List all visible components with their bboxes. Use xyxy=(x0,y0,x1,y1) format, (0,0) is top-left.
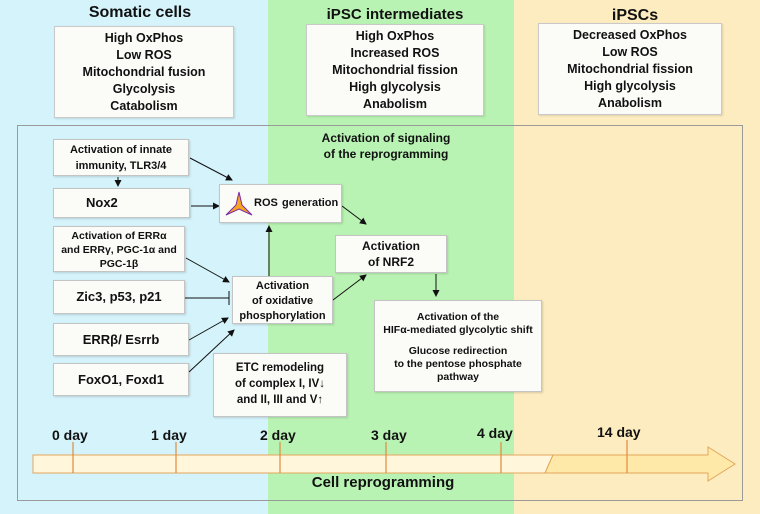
innate-immunity-node: Activation of innate immunity, TLR3/4 xyxy=(53,139,189,176)
signaling-label: Activation of signaling of the reprogram… xyxy=(321,131,451,161)
arrow-oxphos-to-nrf2 xyxy=(332,274,367,301)
ipsc-intermediates-title: iPSC intermediates xyxy=(326,6,464,23)
ipsc-properties: Decreased OxPhos Low ROS Mitochondrial f… xyxy=(538,23,722,115)
foxo1-foxd1-node: FoxO1, Foxd1 xyxy=(53,363,189,396)
property: High glycolysis xyxy=(349,80,441,94)
err-beta-esrrb-node: ERRβ/ Esrrb xyxy=(53,323,189,356)
hif-glycolytic-shift-node: Activation of the HIFα-mediated glycolyt… xyxy=(374,300,542,392)
cell-reprogramming-label: Cell reprogramming xyxy=(311,474,455,491)
property: Decreased OxPhos xyxy=(573,28,687,42)
property: Catabolism xyxy=(110,99,178,113)
property: Anabolism xyxy=(598,96,662,110)
property: Mitochondrial fission xyxy=(567,62,693,76)
property: High OxPhos xyxy=(355,29,435,43)
property: Low ROS xyxy=(602,45,658,59)
property: Glycolysis xyxy=(112,82,176,96)
property: Low ROS xyxy=(116,48,172,62)
err-alpha-gamma-node: Activation of ERRα and ERRγ, PGC-1α and … xyxy=(53,226,185,272)
generation-label: generation xyxy=(282,197,339,209)
somatic-cells-title: Somatic cells xyxy=(88,4,192,21)
property: High OxPhos xyxy=(104,31,184,45)
day-label-4: 4 day xyxy=(477,425,513,441)
etc-remodeling-node: ETC remodeling of complex I, IV↓ and II,… xyxy=(213,353,347,417)
intermediate-properties: High OxPhos Increased ROS Mitochondrial … xyxy=(306,24,484,116)
day-label-3: 3 day xyxy=(371,427,407,443)
day-label-0: 0 day xyxy=(52,427,88,443)
property: Anabolism xyxy=(363,97,427,111)
day-label-14: 14 day xyxy=(597,424,641,440)
nox2-node: Nox2 xyxy=(53,188,190,218)
property: Increased ROS xyxy=(350,46,440,60)
ros-star-icon xyxy=(225,191,253,216)
somatic-properties: High OxPhos Low ROS Mitochondrial fusion… xyxy=(54,26,234,118)
arrow-ros-to-nrf2 xyxy=(341,205,367,225)
zic3-p53-p21-node: Zic3, p53, p21 xyxy=(53,280,185,314)
oxphos-activation-node: Activation of oxidative phosphorylation xyxy=(232,276,333,324)
day-label-1: 1 day xyxy=(151,427,187,443)
diagram-frame xyxy=(17,125,743,501)
timeline-arrowhead xyxy=(544,446,736,482)
day-label-2: 2 day xyxy=(260,427,296,443)
property: High glycolysis xyxy=(584,79,676,93)
arrow-errb-to-oxphos xyxy=(188,317,229,341)
property: Mitochondrial fusion xyxy=(82,65,206,79)
timeline-bar xyxy=(32,454,554,474)
nrf2-activation-node: Activation of NRF2 xyxy=(335,235,447,273)
ros-label: ROS xyxy=(254,197,278,209)
arrow-err-to-oxphos xyxy=(185,257,230,283)
arrow-innate-to-ros xyxy=(189,157,233,181)
ros-generation-node: ROS generation xyxy=(219,184,342,223)
property: Mitochondrial fission xyxy=(332,63,458,77)
arrow-foxo-to-oxphos xyxy=(188,329,235,373)
ipscs-title: iPSCs xyxy=(611,7,659,24)
